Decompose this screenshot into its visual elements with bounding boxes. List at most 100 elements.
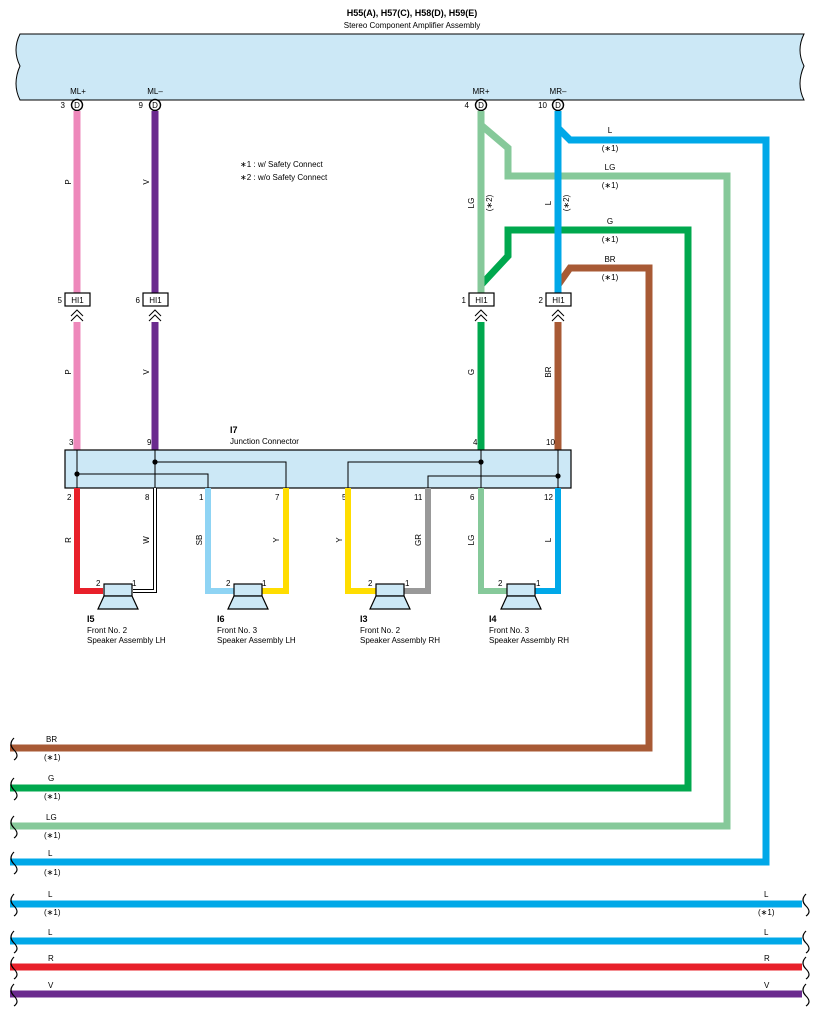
junction-top-pin: 9 (147, 438, 152, 447)
wire-y-right (345, 488, 376, 594)
connector-name: HI1 (149, 296, 162, 305)
amplifier-code: H55(A), H57(C), H58(D), H59(E) (347, 8, 478, 18)
speaker-pin: 1 (405, 579, 410, 588)
junction-code: I7 (230, 425, 238, 435)
junction-bottom-pin: 1 (199, 493, 204, 502)
speaker-pin: 1 (536, 579, 541, 588)
label-l-upper: L (544, 200, 553, 205)
junction-name: Junction Connector (230, 437, 299, 446)
label-y-left: Y (272, 537, 281, 543)
label-g-run: G (607, 217, 613, 226)
label-lg-upper: LG (467, 198, 476, 209)
bottom-label-g: G (48, 774, 54, 783)
bottom-label-lg: LG (46, 813, 57, 822)
amp-pin-number: 3 (61, 101, 66, 110)
label-v-upper: V (142, 179, 151, 185)
speaker-line1: Front No. 2 (87, 626, 128, 635)
amp-pin-label: ML– (147, 87, 163, 96)
speaker-pin: 2 (226, 579, 231, 588)
bottom-note-br: (∗1) (44, 753, 61, 762)
bottom-label-br: BR (46, 735, 57, 744)
wire-gr (404, 488, 431, 594)
speaker-line2: Speaker Assembly RH (489, 636, 569, 645)
amp-pin-label: MR– (550, 87, 567, 96)
speaker-code: I6 (217, 614, 225, 624)
through-right-label-v: V (764, 981, 770, 990)
speaker-code: I5 (87, 614, 95, 624)
junction-bottom-pin: 5 (342, 493, 347, 502)
through-label-l-safety: L (48, 890, 53, 899)
label-g-lower: G (467, 369, 476, 375)
wire-w-fill (133, 488, 156, 592)
wire-l-lower (535, 488, 561, 594)
junction-bottom-pin: 12 (544, 493, 553, 502)
speaker-line1: Front No. 3 (489, 626, 530, 635)
amp-pin-ml-plus: ML+ 3 D (61, 87, 86, 112)
junction-bottom-pin: 7 (275, 493, 280, 502)
speaker-pin: 1 (262, 579, 267, 588)
junction-bottom-pin: 8 (145, 493, 150, 502)
connector-pin-number: 6 (136, 296, 141, 305)
speaker-i4: 2 1 I4 Front No. 3 Speaker Assembly RH (489, 579, 569, 645)
speaker-i5: 2 1 I5 Front No. 2 Speaker Assembly LH (87, 579, 166, 645)
through-right-label-r: R (764, 954, 770, 963)
junction-top-pin: 4 (473, 438, 478, 447)
amp-pin-ml-minus: ML– 9 D (139, 87, 163, 112)
connector-pin-number: 5 (58, 296, 63, 305)
amp-pin-mr-minus: MR– 10 D (538, 87, 567, 112)
amp-pin-connector: D (478, 101, 484, 110)
junction-bottom-pin: 11 (414, 493, 423, 502)
label-br-run-note: (∗1) (602, 273, 619, 282)
connector-name: HI1 (475, 296, 488, 305)
speaker-line1: Front No. 3 (217, 626, 258, 635)
wire-br-run (10, 264, 653, 752)
speaker-code: I4 (489, 614, 497, 624)
connector-hi1-6: 6 HI1 (136, 292, 169, 322)
speaker-pin: 2 (96, 579, 101, 588)
label-v-lower: V (142, 369, 151, 375)
wire-sb (205, 488, 234, 594)
amp-pin-number: 4 (465, 101, 470, 110)
amp-pin-number: 10 (538, 101, 547, 110)
label-l-lower: L (544, 537, 553, 542)
speaker-line1: Front No. 2 (360, 626, 401, 635)
wire-y-left (262, 488, 289, 594)
label-l-upper-note: (∗2) (562, 194, 571, 211)
speaker-i6: 2 1 I6 Front No. 3 Speaker Assembly LH (217, 579, 296, 645)
label-p-lower: P (64, 369, 73, 374)
amp-pin-mr-plus: MR+ 4 D (465, 87, 490, 112)
label-l-run: L (608, 126, 613, 135)
junction-bottom-pin: 2 (67, 493, 72, 502)
note-no-safety-connect: ∗2 : w/o Safety Connect (240, 173, 328, 182)
speaker-pin: 2 (498, 579, 503, 588)
amp-pin-connector: D (152, 101, 158, 110)
speaker-line2: Speaker Assembly LH (87, 636, 166, 645)
bottom-note-g: (∗1) (44, 792, 61, 801)
junction-box (64, 449, 572, 489)
through-right-note-l-safety: (∗1) (758, 908, 775, 917)
label-r: R (64, 537, 73, 543)
bottom-note-l: (∗1) (44, 868, 61, 877)
break-marks-right (802, 893, 810, 1007)
connector-name: HI1 (552, 296, 565, 305)
connector-hi1-5: 5 HI1 (58, 292, 91, 322)
label-br-run: BR (604, 255, 615, 264)
break-marks-left (10, 737, 18, 1007)
label-g-run-note: (∗1) (602, 235, 619, 244)
bottom-label-l: L (48, 849, 53, 858)
through-label-l: L (48, 928, 53, 937)
amp-pin-label: ML+ (70, 87, 86, 96)
through-label-v: V (48, 981, 54, 990)
label-p-upper: P (64, 179, 73, 184)
bottom-note-lg: (∗1) (44, 831, 61, 840)
through-right-label-l: L (764, 928, 769, 937)
speaker-line2: Speaker Assembly LH (217, 636, 296, 645)
label-l-run-note: (∗1) (602, 144, 619, 153)
speaker-pin: 1 (132, 579, 137, 588)
connector-hi1-2: 2 HI1 (539, 292, 572, 322)
through-right-label-l-safety: L (764, 890, 769, 899)
speaker-pin: 2 (368, 579, 373, 588)
connector-pin-number: 2 (539, 296, 544, 305)
label-br-lower: BR (544, 366, 553, 377)
